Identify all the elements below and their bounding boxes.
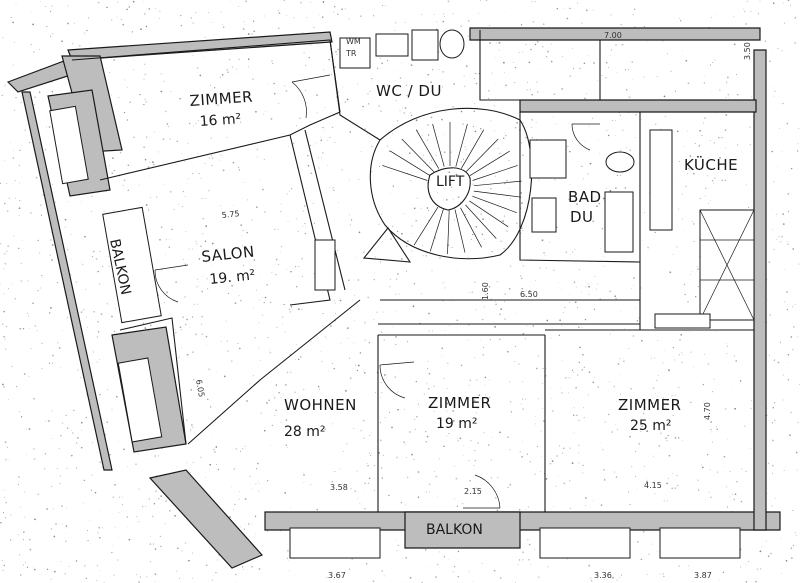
spiral-staircase [362,107,533,263]
dim-south-3: 4.15 [644,481,662,490]
area-wohnen: 28 m² [284,424,326,440]
label-wm: WM [346,37,361,46]
label-zimmer-mid: ZIMMER [428,394,491,412]
dim-left-side: 6.05 [194,379,206,398]
label-lift: LIFT [436,174,465,190]
dim-south-1: 3.58 [330,483,348,492]
label-zimmer-nw: ZIMMER [189,88,254,110]
room-labels: ZIMMER 16 m² WC / DU LIFT KÜCHE BAD DU S… [106,37,738,538]
fixtures [314,29,755,329]
door-swings [154,74,600,509]
interior-lines [71,30,754,512]
window-niches [49,105,741,559]
dim-bottom-3: 3.87 [694,571,712,580]
dim-south-2: 2.15 [464,487,482,496]
label-kueche: KÜCHE [684,155,738,174]
dim-hall: 1.60 [481,282,490,300]
label-balkon-south: BALKON [426,522,483,538]
dim-top-right: 7.00 [604,31,622,40]
dim-zimmer-height: 4.70 [703,402,712,420]
label-bad: BAD [568,188,602,206]
label-du: DU [570,208,594,226]
dimension-labels: 7.00 3.50 5.75 6.50 3.58 2.15 4.15 3.67 … [194,31,752,580]
label-wohnen: WOHNEN [284,396,357,414]
dim-corridor: 6.50 [520,290,538,299]
area-zimmer-nw: 16 m² [199,111,242,130]
area-zimmer-mid: 19 m² [436,416,478,432]
dim-salon-width: 5.75 [221,209,240,220]
dim-right-side: 3.50 [743,42,752,60]
area-zimmer-se: 25 m² [630,418,672,434]
label-tr: TR [345,49,357,58]
label-salon: SALON [201,242,256,265]
dim-bottom-2: 3.36 [594,571,612,580]
area-salon: 19. m² [209,267,256,288]
label-wc-du: WC / DU [376,82,442,100]
label-zimmer-se: ZIMMER [618,396,681,414]
dim-bottom-1: 3.67 [328,571,346,580]
